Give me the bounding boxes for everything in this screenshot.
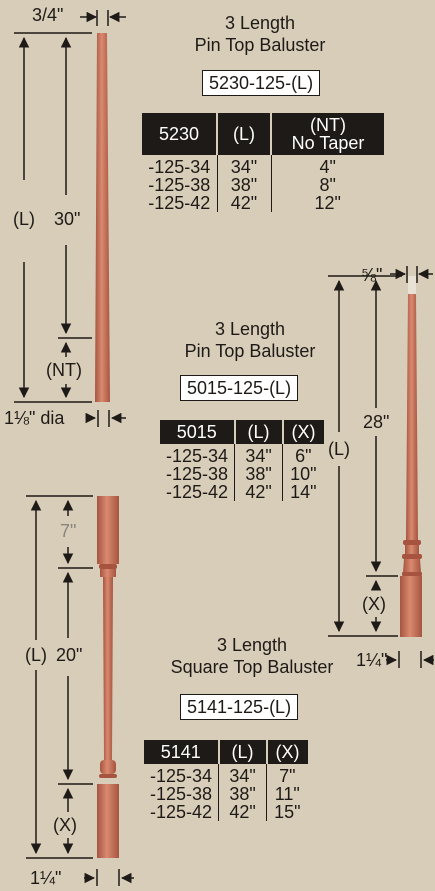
- table-row: -125-34 34" 6": [160, 444, 324, 465]
- x-label-5015: (X): [362, 594, 386, 614]
- table-cell: 4": [270, 155, 384, 176]
- title-line1-5141: 3 Length: [216, 635, 288, 655]
- bottom-width-5141: 1¼": [30, 868, 62, 888]
- top-width-5015: ⅝": [361, 265, 383, 285]
- table-cell: 6": [282, 444, 324, 465]
- title-line1-5015: 3 Length: [214, 319, 286, 339]
- table-cell: -125-34: [150, 766, 213, 786]
- length-label-5230: (L): [13, 209, 35, 229]
- title-line2-5141: Square Top Baluster: [170, 657, 334, 677]
- table-cell: 34": [216, 155, 271, 176]
- length-label-5141: (L): [25, 645, 47, 665]
- table-cell: 15": [266, 803, 308, 821]
- baluster-5141-shape: [97, 496, 119, 858]
- table-cell: -125-42: [166, 482, 229, 502]
- table-cell: 34": [218, 764, 267, 785]
- table-cell: -125-34: [148, 157, 211, 177]
- baluster-5015-shape: [400, 276, 422, 637]
- table-header: (L): [216, 113, 271, 155]
- table-cell: 8": [270, 176, 384, 194]
- table-header: 5230: [142, 113, 217, 155]
- table-cell: 42": [218, 803, 267, 821]
- x-label-5141: (X): [53, 815, 77, 835]
- table-header: (L): [217, 740, 267, 764]
- table-header: (X): [281, 420, 324, 444]
- length-label-5015: (L): [328, 439, 350, 459]
- table-header: (L): [233, 420, 283, 444]
- bottom-width-5230: 1⅛" dia: [4, 408, 65, 428]
- table-cell: -125-34: [166, 446, 229, 466]
- table-cell: 38": [234, 465, 283, 483]
- table-cell: 42": [216, 194, 271, 212]
- no-taper-label-5230: (NT): [46, 360, 82, 380]
- table-cell: 38": [218, 785, 267, 803]
- table-cell: 10": [282, 465, 324, 483]
- table-row: -125-38 38" 10": [160, 465, 324, 483]
- table-cell: -125-38: [150, 784, 213, 804]
- table-cell: 42": [234, 483, 283, 501]
- table-cell: 7": [266, 764, 308, 785]
- table-cell: 34": [234, 444, 283, 465]
- table-row: -125-42 42" 15": [144, 803, 308, 821]
- table-cell: 12": [270, 194, 384, 212]
- taper-length-5230: 30": [54, 209, 81, 229]
- title-line2-5015: Pin Top Baluster: [184, 341, 316, 361]
- table-cell: 14": [282, 483, 324, 501]
- table-cell: -125-42: [150, 802, 213, 822]
- product-code-5230: 5230-125-(L): [202, 70, 321, 96]
- table-cell: 11": [266, 785, 308, 803]
- table-header: 5141: [144, 740, 219, 764]
- top-block-5141: 7": [60, 521, 77, 541]
- top-width-5230: 3/4": [32, 5, 64, 25]
- title-5015: 3 Length Pin Top Baluster: [170, 318, 330, 362]
- middle-length-5141: 20": [56, 645, 83, 665]
- table-row: -125-34 34" 4": [142, 155, 384, 176]
- table-cell: 38": [216, 176, 271, 194]
- table-row: -125-42 42" 14": [160, 483, 324, 501]
- spec-table-5141: 5141 (L) (X) -125-34 34" 7" -125-38 38" …: [144, 740, 308, 821]
- title-5230: 3 Length Pin Top Baluster: [190, 12, 330, 56]
- title-line2-5230: Pin Top Baluster: [194, 35, 326, 55]
- table-row: -125-38 38" 8": [142, 176, 384, 194]
- product-code-5141: 5141-125-(L): [180, 694, 299, 720]
- baluster-5230-shape: [95, 33, 110, 402]
- spec-table-5015: 5015 (L) (X) -125-34 34" 6" -125-38 38" …: [160, 420, 324, 501]
- title-line1-5230: 3 Length: [224, 13, 296, 33]
- table-row: -125-34 34" 7": [144, 764, 308, 785]
- table-header: 5015: [160, 420, 235, 444]
- table-header: (X): [265, 740, 308, 764]
- table-cell: -125-38: [166, 464, 229, 484]
- table-cell: -125-38: [148, 175, 211, 195]
- table-cell: -125-42: [148, 193, 211, 213]
- table-row: -125-38 38" 11": [144, 785, 308, 803]
- table-row: -125-42 42" 12": [142, 194, 384, 212]
- taper-length-5015: 28": [363, 412, 390, 432]
- product-code-5015: 5015-125-(L): [180, 375, 299, 401]
- table-header: (NT) No Taper: [270, 113, 384, 155]
- title-5141: 3 Length Square Top Baluster: [162, 634, 342, 678]
- bottom-width-5015: 1¼": [356, 650, 388, 670]
- spec-table-5230: 5230 (L) (NT) No Taper -125-34 34" 4" -1…: [142, 113, 384, 212]
